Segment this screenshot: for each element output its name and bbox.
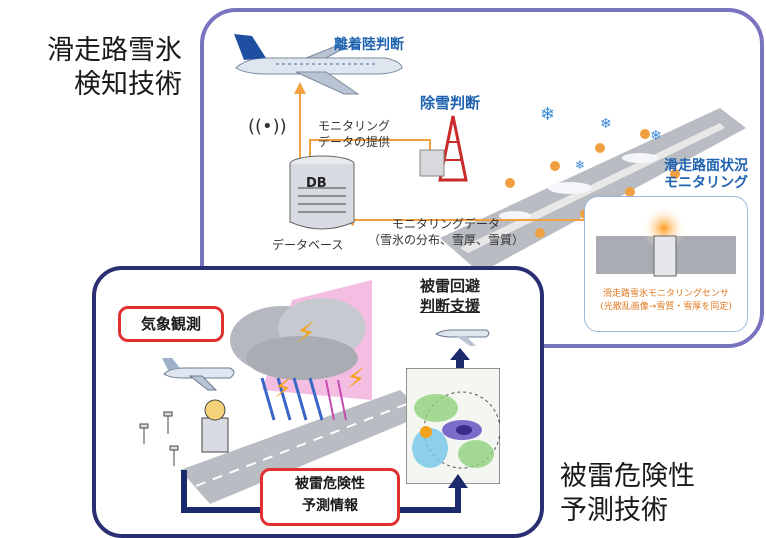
sensor-illustration xyxy=(596,206,736,277)
label-line: データの提供 xyxy=(318,135,391,149)
monitoring-data-label: モニタリングデータ （雪氷の分布、雪厚、雪質） xyxy=(368,216,524,248)
database-label: データベース xyxy=(272,238,344,252)
lightning-risk-info-callout: 被雷危険性 予測情報 xyxy=(260,468,400,526)
label-line: モニタリングデータ xyxy=(392,217,501,231)
snowflake-icon: ❄ xyxy=(540,104,556,125)
airplane-icon xyxy=(162,358,235,391)
label-line: 滑走路雪氷モニタリングセンサ xyxy=(602,289,729,299)
lightning-icon: ⚡ xyxy=(296,316,316,349)
label-line: 滑走路面状況 xyxy=(664,158,748,174)
up-arrow-icon xyxy=(450,348,470,368)
heading-line: 検知技術 xyxy=(74,69,182,100)
snowflake-icon: ❄ xyxy=(600,116,612,132)
storm-cloud-illustration xyxy=(230,280,372,421)
label-line: (光散乱画像→雪質・雪厚を同定) xyxy=(600,302,732,312)
heading-line: 予測技術 xyxy=(560,495,668,526)
snowflake-icon: ❄ xyxy=(575,158,586,172)
label-line: 被雷危険性 xyxy=(295,476,365,492)
snowflake-icon: ❄ xyxy=(650,128,662,144)
heading-line: 被雷危険性 xyxy=(560,461,695,492)
airplane-icon xyxy=(234,34,403,95)
lightning-icon: ⚡ xyxy=(274,374,293,404)
lightning-avoid-label: 被雷回避 判断支援 xyxy=(420,276,480,316)
observation-tower-icon xyxy=(139,399,229,466)
airplane-icon xyxy=(435,329,490,346)
snow-detection-heading: 滑走路雪氷 検知技術 xyxy=(14,34,182,102)
monitoring-provide-label: モニタリング データの提供 xyxy=(318,118,390,150)
db-text: DB xyxy=(306,176,327,191)
label-line: モニタリング xyxy=(318,119,391,133)
radar-map-image xyxy=(406,368,500,484)
label-line: （雪氷の分布、雪厚、雪質） xyxy=(368,233,525,247)
label-line: モニタリング xyxy=(664,175,748,191)
snow-removal-label: 除雪判断 xyxy=(420,94,481,112)
radio-tower-icon xyxy=(419,115,468,182)
label-line: 判断支援 xyxy=(420,297,481,315)
weather-observation-callout: 気象観測 xyxy=(118,306,224,342)
lightning-icon: ⚡ xyxy=(346,362,366,395)
runway-illustration xyxy=(180,390,426,504)
label-line: 予測情報 xyxy=(302,498,358,514)
sensor-caption: 滑走路雪氷モニタリングセンサ (光散乱画像→雪質・雪厚を同定) xyxy=(588,288,744,314)
heading-line: 滑走路雪氷 xyxy=(47,35,182,66)
takeoff-landing-label: 離着陸判断 xyxy=(334,37,404,53)
label-line: 被雷回避 xyxy=(420,277,481,295)
runway-status-label: 滑走路面状況 モニタリング xyxy=(664,158,748,192)
wireless-icon: ((•)) xyxy=(248,116,287,137)
database-icon xyxy=(289,155,355,230)
lightning-prediction-heading: 被雷危険性 予測技術 xyxy=(560,460,760,528)
